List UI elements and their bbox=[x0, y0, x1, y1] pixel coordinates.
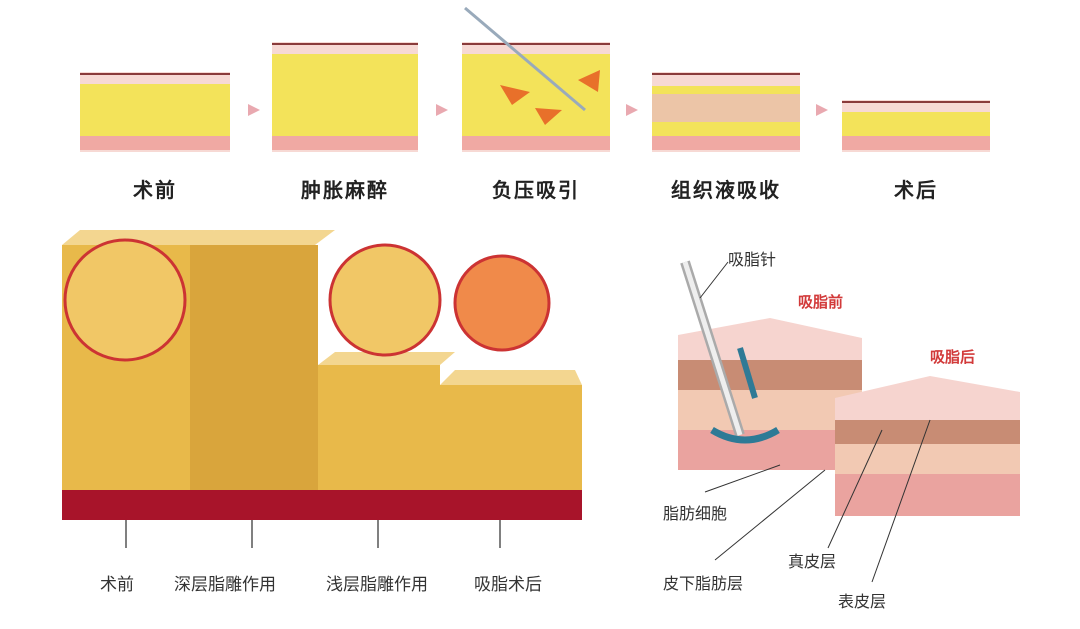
step-label-negative-pressure: 负压吸引 bbox=[492, 178, 580, 202]
arrow-icon bbox=[535, 108, 562, 125]
skin-block-before bbox=[678, 318, 862, 470]
strip-suction bbox=[462, 6, 610, 152]
arrow-icon bbox=[500, 85, 530, 105]
block-label-shallow-sculpting: 浅层脂雕作用 bbox=[326, 575, 428, 595]
motion-arrow-icon bbox=[710, 426, 780, 444]
skin-block-after bbox=[835, 376, 1020, 516]
cannula-icon bbox=[464, 6, 586, 112]
step-label-after: 术后 bbox=[894, 178, 938, 202]
arrow-right-icon bbox=[816, 104, 828, 116]
after-label: 吸脂后 bbox=[930, 348, 976, 366]
dermis-label: 真皮层 bbox=[788, 552, 837, 571]
leader-lines bbox=[699, 261, 931, 583]
block-label-deep-sculpting: 深层脂雕作用 bbox=[174, 575, 276, 595]
block-label-before: 术前 bbox=[100, 575, 134, 595]
block-label-after-liposuction: 吸脂术后 bbox=[474, 575, 542, 595]
subcutaneous-fat-label: 皮下脂肪层 bbox=[663, 574, 744, 593]
strip-before bbox=[80, 72, 230, 152]
before-label: 吸脂前 bbox=[798, 293, 844, 311]
arrow-right-icon bbox=[626, 104, 638, 116]
arrow-icon bbox=[578, 70, 600, 92]
fat-blocks bbox=[62, 230, 582, 548]
step-label-swelling-anesthesia: 肿胀麻醉 bbox=[301, 178, 389, 202]
strip-swelling bbox=[272, 42, 418, 152]
liposuction-needle-icon bbox=[680, 260, 745, 437]
arrow-right-icon bbox=[436, 104, 448, 116]
step-label-before: 术前 bbox=[133, 178, 177, 202]
step-arrows bbox=[248, 104, 828, 116]
motion-arrow-icon bbox=[737, 347, 758, 399]
fat-cell-label: 脂肪细胞 bbox=[663, 504, 728, 523]
needle-label: 吸脂针 bbox=[728, 250, 777, 269]
step-label-fluid-absorption: 组织液吸收 bbox=[671, 178, 781, 202]
epidermis-label: 表皮层 bbox=[838, 592, 887, 611]
arrow-right-icon bbox=[248, 104, 260, 116]
strip-after bbox=[842, 100, 990, 152]
strip-absorption bbox=[652, 72, 800, 152]
